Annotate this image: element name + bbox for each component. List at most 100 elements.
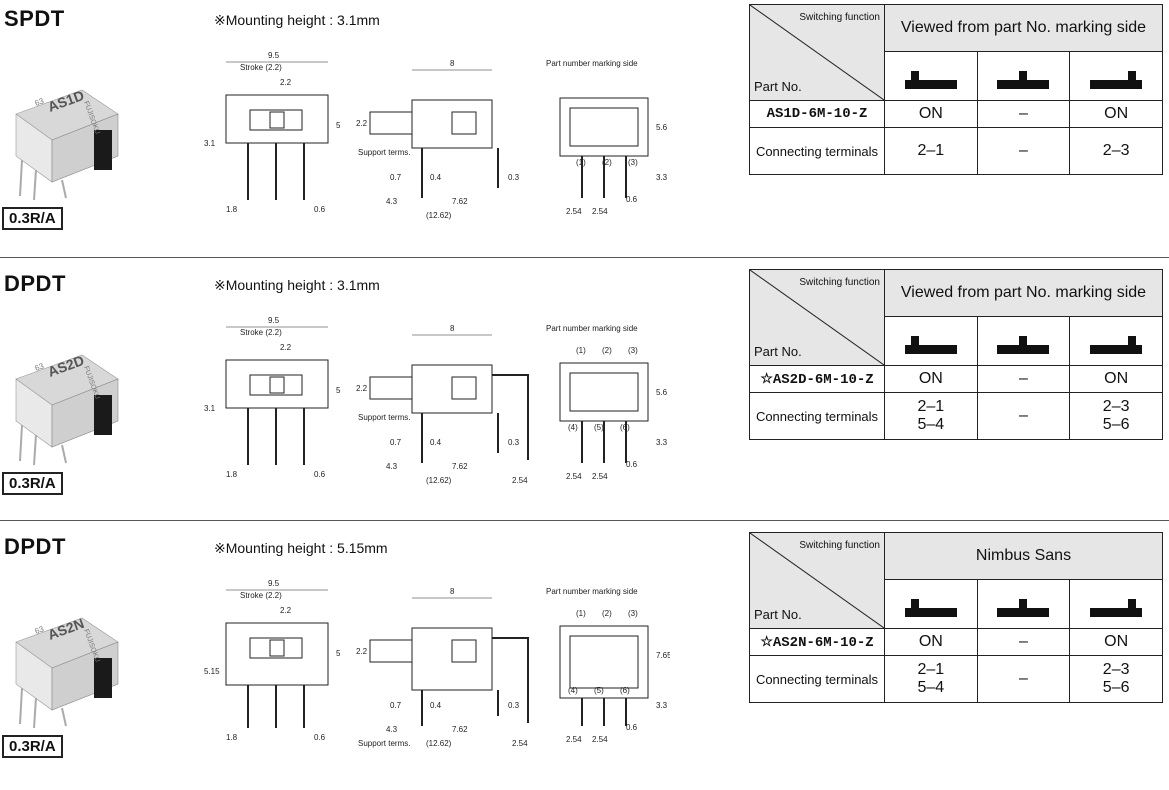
side-extra: 2.54 xyxy=(512,476,528,485)
product-section: DPDT ※Mounting height : 5.15mm AS2N 63 F… xyxy=(0,528,1169,790)
rear-pitch-1: 2.54 xyxy=(566,735,582,744)
side-pitch: 7.62 xyxy=(452,197,468,206)
side-lever: 2.2 xyxy=(356,647,368,656)
product-section: DPDT ※Mounting height : 3.1mm AS2D 63 FU… xyxy=(0,265,1169,527)
front-pin-w: 1.8 xyxy=(226,733,238,742)
front-mount: 5.15 xyxy=(204,667,220,676)
front-width: 9.5 xyxy=(268,579,280,588)
side-d1: 0.7 xyxy=(390,438,402,447)
connecting-terminals-label: Connecting terminals xyxy=(749,392,885,440)
side-support: Support terms. xyxy=(358,739,410,748)
side-length: 8 xyxy=(450,59,455,68)
header-corner: Switching function Part No. xyxy=(749,4,885,101)
connection-value: 2–1 xyxy=(917,661,945,678)
connecting-terminals-label: Connecting terminals xyxy=(749,127,885,175)
slider-left-icon xyxy=(884,316,978,366)
rear-pitch-2: 2.54 xyxy=(592,735,608,744)
rear-terminal: (3) xyxy=(628,346,638,355)
side-support: Support terms. xyxy=(358,413,410,422)
rear-height: 5.6 xyxy=(656,123,668,132)
state-cell: ON xyxy=(884,100,978,128)
rear-terminal: (4) xyxy=(568,686,578,695)
connecting-cell: – xyxy=(976,127,1071,175)
front-height: 5 xyxy=(336,386,341,395)
dimension-drawing: 9.5 Stroke (2.2) 2.2 5 5.15 1.8 0.6 8 2.… xyxy=(204,579,670,748)
side-lever: 2.2 xyxy=(356,119,368,128)
rear-terminal: (2) xyxy=(602,158,612,167)
section-divider xyxy=(0,257,1169,258)
side-extra: 2.54 xyxy=(512,739,528,748)
rear-pitch-2: 2.54 xyxy=(592,207,608,216)
rear-pin: 0.6 xyxy=(626,460,638,469)
rear-leg: 3.3 xyxy=(656,173,668,182)
connection-value: – xyxy=(1019,142,1028,159)
switch-photo: AS2N 63 FUJISOKU xyxy=(15,615,119,729)
photo-code: 63 xyxy=(34,96,46,108)
viewed-header: Viewed from part No. marking side xyxy=(884,3,1163,53)
slider-right-icon xyxy=(1069,579,1163,629)
front-pin-w: 1.8 xyxy=(226,205,238,214)
section-title: SPDT xyxy=(4,6,65,31)
mounting-height: ※Mounting height : 3.1mm xyxy=(214,12,380,28)
connecting-cell: – xyxy=(976,392,1071,440)
connection-value: 5–6 xyxy=(1102,679,1130,696)
slider-left-icon xyxy=(884,51,978,101)
side-left: 4.3 xyxy=(386,197,398,206)
state-cell: – xyxy=(976,365,1071,393)
rear-terminal: (1) xyxy=(576,609,586,618)
front-mount: 3.1 xyxy=(204,404,216,413)
connecting-terminals-label: Connecting terminals xyxy=(749,655,885,703)
photo-code: 63 xyxy=(34,361,46,373)
rear-pitch-1: 2.54 xyxy=(566,207,582,216)
switching-function-label: Switching function xyxy=(799,12,880,23)
front-pin-t: 0.6 xyxy=(314,470,326,479)
rear-terminal: (6) xyxy=(620,686,630,695)
front-mount: 3.1 xyxy=(204,139,216,148)
connection-value: 2–1 xyxy=(917,142,945,159)
part-no-label: Part No. xyxy=(754,607,802,622)
state-cell: ON xyxy=(1069,628,1163,656)
side-d1: 0.7 xyxy=(390,173,402,182)
connection-value: 2–1 xyxy=(917,398,945,415)
side-d2: 0.4 xyxy=(430,701,442,710)
connection-value: – xyxy=(1019,407,1028,424)
side-total: (12.62) xyxy=(426,476,452,485)
connecting-cell: 2–1 xyxy=(884,127,978,175)
header-corner: Switching function Part No. xyxy=(749,532,885,629)
slider-right-icon xyxy=(1069,51,1163,101)
viewed-header: Viewed from part No. marking side xyxy=(884,268,1163,318)
rear-leg: 3.3 xyxy=(656,438,668,447)
side-length: 8 xyxy=(450,324,455,333)
slider-center-icon xyxy=(976,579,1071,629)
state-cell: ON xyxy=(1069,365,1163,393)
connection-value: 5–4 xyxy=(917,416,945,433)
rear-terminal: (4) xyxy=(568,423,578,432)
front-stroke: Stroke (2.2) xyxy=(240,591,282,600)
section-title: DPDT xyxy=(4,271,66,296)
rear-terminal: (5) xyxy=(594,423,604,432)
rear-pitch-1: 2.54 xyxy=(566,472,582,481)
front-width: 9.5 xyxy=(268,316,280,325)
front-pin-t: 0.6 xyxy=(314,205,326,214)
rear-height: 7.65 xyxy=(656,651,670,660)
connection-value: 2–3 xyxy=(1102,661,1130,678)
front-throw: 2.2 xyxy=(280,343,292,352)
slider-left-icon xyxy=(884,579,978,629)
front-pin-t: 0.6 xyxy=(314,733,326,742)
switching-table: Switching function Part No. Nimbus Sans … xyxy=(749,531,1163,703)
mounting-height: ※Mounting height : 3.1mm xyxy=(214,277,380,293)
viewed-header: Nimbus Sans xyxy=(884,531,1163,581)
part-number: AS1D-6M-10-Z xyxy=(749,100,885,128)
rear-leg: 3.3 xyxy=(656,701,668,710)
state-cell: ON xyxy=(884,365,978,393)
rear-terminal: (5) xyxy=(594,686,604,695)
connection-value: 5–4 xyxy=(917,679,945,696)
rear-marking: Part number marking side xyxy=(546,59,638,68)
side-pitch: 7.62 xyxy=(452,725,468,734)
side-support: Support terms. xyxy=(358,148,410,157)
rear-terminal: (1) xyxy=(576,346,586,355)
side-d3: 0.3 xyxy=(508,173,520,182)
section-title: DPDT xyxy=(4,534,66,559)
